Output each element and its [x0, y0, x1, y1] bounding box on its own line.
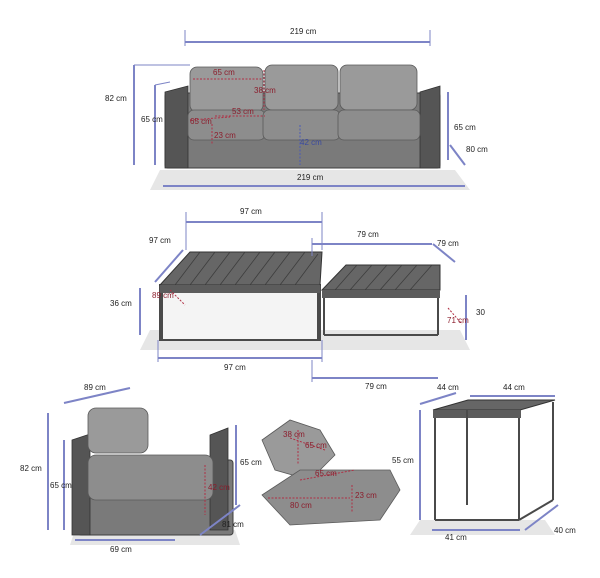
large-table-depth-label: 97 cm	[149, 236, 171, 245]
armchair-back-cushion	[87, 407, 149, 454]
side-table-bottom-depth-line	[524, 504, 559, 531]
armchair-group: 89 cm 82 cm 65 cm 65 cm 42 cm 81 cm 69 c…	[20, 383, 262, 554]
sofa-back-cushion-height-label: 38 cm	[254, 86, 276, 95]
sofa-left-arm	[164, 85, 189, 169]
small-table-width-label: 79 cm	[357, 230, 379, 239]
large-table-inner-label: 89 cm	[152, 291, 174, 300]
sofa-seat-cushion-width-label: 65 cm	[190, 117, 212, 126]
armchair-width-label: 69 cm	[110, 545, 132, 554]
armchair-seat-cushion	[87, 454, 214, 501]
sofa-depth-line	[449, 144, 466, 166]
armchair-depth-line	[199, 504, 241, 536]
armchair-depth-top-label: 89 cm	[84, 383, 106, 392]
sofa-arm-left-label: 65 cm	[141, 115, 163, 124]
small-table-height-label: 30	[476, 308, 485, 317]
sofa-depth-label: 80 cm	[466, 145, 488, 154]
seat-cushion-depth-label: 80 cm	[290, 501, 312, 510]
side-table-height-label: 55 cm	[392, 456, 414, 465]
sofa-group: 219 cm 219 cm 82 cm 65 cm 65 cm 80 cm 65…	[105, 27, 488, 190]
large-table-frame	[159, 284, 321, 341]
sofa-arm-right-label: 65 cm	[454, 123, 476, 132]
small-table-bottom-label: 79 cm	[365, 382, 387, 391]
armchair-depth-label: 81 cm	[222, 520, 244, 529]
small-table-inner-label: 71 cm	[447, 316, 469, 325]
large-table-width-label: 97 cm	[240, 207, 262, 216]
large-table-bottom-label: 97 cm	[224, 363, 246, 372]
sofa-seat-cushion-3	[337, 109, 421, 141]
sofa-right-arm	[419, 85, 441, 169]
side-table-top-right-label: 44 cm	[503, 383, 525, 392]
large-table-depth-line	[154, 249, 184, 283]
sofa-seat-depth-label: 53 cm	[232, 107, 254, 116]
sofa-back-cushion-2	[264, 64, 339, 111]
sofa-height-label: 82 cm	[105, 94, 127, 103]
sofa-back-cushion-width-label: 65 cm	[213, 68, 235, 77]
armchair-seat-height-label: 42 cm	[208, 483, 230, 492]
seat-cushion-thickness-label: 23 cm	[355, 491, 377, 500]
armchair-left-arm	[71, 433, 91, 536]
small-table-slats	[334, 264, 433, 291]
side-table-top	[432, 399, 556, 411]
sofa-width-top-label: 219 cm	[290, 27, 317, 36]
armchair-arm-left-label: 65 cm	[50, 481, 72, 490]
small-table-top	[320, 264, 441, 291]
coffee-tables-group: 97 cm 97 cm 36 cm 89 cm 97 cm 79 cm 79 c…	[110, 207, 485, 391]
side-table-top-left-line	[419, 392, 457, 405]
small-table-depth-line	[432, 243, 456, 263]
back-cushion	[261, 419, 336, 481]
side-table-top-left-label: 44 cm	[437, 383, 459, 392]
sofa-width-bottom-label: 219 cm	[297, 173, 324, 182]
side-table-bottom-depth-label: 40 cm	[554, 526, 576, 535]
armchair-depth-top-line	[63, 387, 131, 404]
sofa-seat-thickness-label: 23 cm	[214, 131, 236, 140]
sofa-seat-cushion-2	[262, 109, 341, 141]
side-table-bottom-width-label: 41 cm	[445, 533, 467, 542]
side-table-group: 44 cm 44 cm 55 cm 41 cm 40 cm	[392, 383, 576, 542]
large-table-slats	[174, 251, 319, 286]
cushions-group: 38 cm 65 cm 65 cm 80 cm 23 cm	[261, 419, 401, 526]
seat-cushion-width-label: 65 cm	[315, 469, 337, 478]
armchair-arm-right-label: 65 cm	[240, 458, 262, 467]
sofa-back-cushion-3	[339, 64, 418, 111]
armchair-height-label: 82 cm	[20, 464, 42, 473]
small-table-depth-label: 79 cm	[437, 239, 459, 248]
back-cushion-width-label: 65 cm	[305, 441, 327, 450]
back-cushion-height-label: 38 cm	[283, 430, 305, 439]
large-table-height-label: 36 cm	[110, 299, 132, 308]
sofa-seat-height-label: 42 cm	[300, 138, 322, 147]
